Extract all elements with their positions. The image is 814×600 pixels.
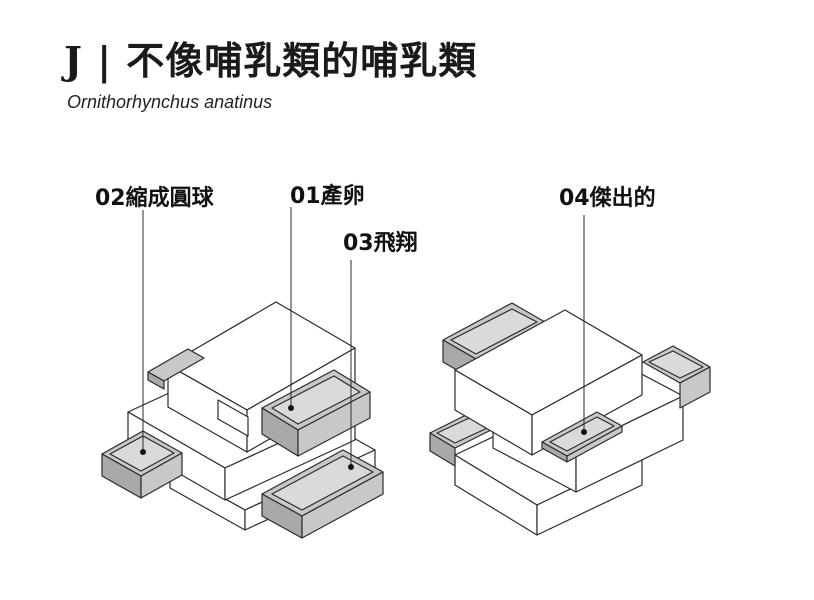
left-back-module: [147, 348, 205, 390]
page-subtitle: Ornithorhynchus anatinus: [67, 92, 273, 112]
page-title: J | 不像哺乳類的哺乳類: [64, 38, 478, 83]
label-flying: 03飛翔: [343, 231, 418, 256]
label-egg-laying: 01產卵: [290, 184, 365, 209]
leader-dot-01: [288, 405, 294, 411]
left-cluster: [101, 207, 384, 539]
leader-dot-03: [348, 464, 354, 470]
right-top-block: [454, 309, 643, 456]
module-egg-laying: [261, 369, 371, 457]
leader-dot-02: [140, 449, 146, 455]
right-side-module: [642, 345, 711, 409]
label-outstanding: 04傑出的: [559, 186, 656, 211]
leader-dot-04: [581, 429, 587, 435]
right-cluster: [429, 215, 711, 536]
label-curl-ball: 02縮成圓球: [95, 186, 214, 211]
